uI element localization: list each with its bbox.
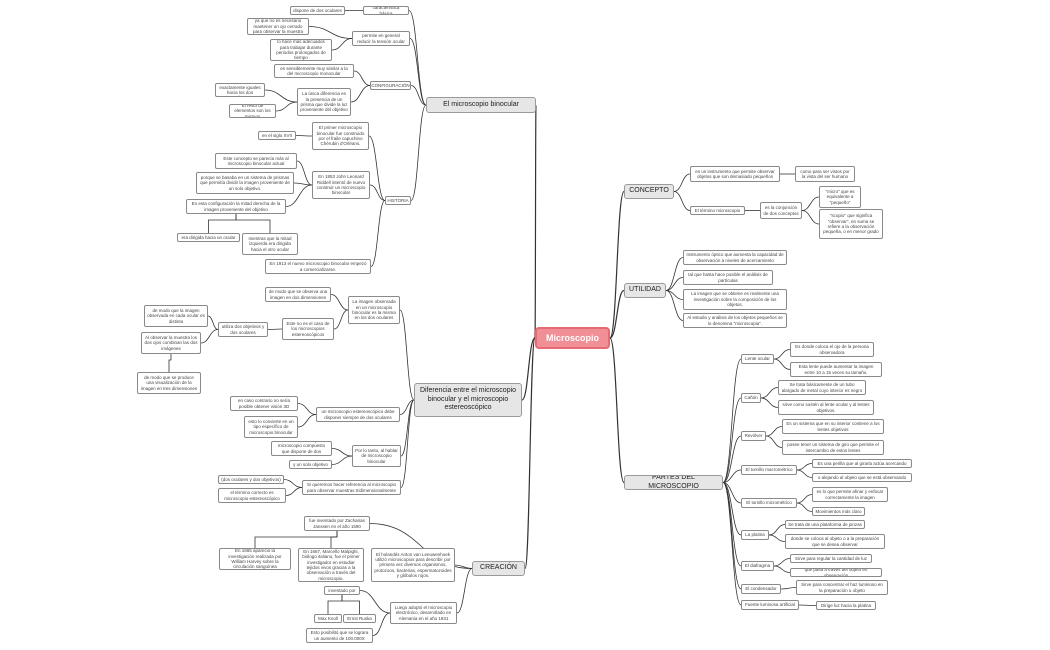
node-solo-objetivo[interactable]: y un solo objetivo	[289, 460, 332, 469]
node-si-queremos[interactable]: Si queremos hacer referencia al microsco…	[302, 480, 401, 495]
node-dirigida[interactable]: era dirigida hacia un ocular	[177, 233, 240, 242]
topic-binocular[interactable]: El microscopio binocular	[426, 97, 536, 113]
node-lente-ocular-2[interactable]: Esta lente puede aumentar la imagen entr…	[790, 362, 882, 377]
node-concepto-parecia[interactable]: Este concepto se parecía más al microsco…	[215, 153, 297, 169]
node-este-no[interactable]: Este no es el caso de los microscopios e…	[282, 318, 334, 340]
center-node[interactable]: Microscopio	[535, 327, 610, 349]
node-scopio-word[interactable]: "scopio" que significa "observar", en su…	[819, 209, 883, 239]
node-mitad[interactable]: En esta configuración la mitad derecha d…	[186, 199, 286, 214]
node-canon-2[interactable]: sirve como sostén al lente ocular y al l…	[778, 400, 874, 415]
node-fuente-1[interactable]: Dirige luz hacia la platina	[816, 601, 876, 610]
topic-diferencia[interactable]: Diferencia entre el microscopio binocula…	[414, 383, 522, 417]
node-canon-1[interactable]: Se trata básicamente de un tubo alargado…	[778, 380, 866, 395]
node-macrometrico[interactable]: El tornillo macrométrico	[741, 465, 797, 475]
topic-concepto[interactable]: CONCEPTO	[624, 184, 674, 199]
node-instrumento[interactable]: es un instrumento que permite observar o…	[690, 166, 780, 182]
node-malpighi[interactable]: En 1667, Marcello Malpighi, biólogo ital…	[298, 548, 364, 582]
node-nos-referimos[interactable]: nos referimos siempre al microscopio com…	[271, 441, 332, 456]
node-termino[interactable]: El término microscopio	[690, 206, 745, 215]
node-macrometrico-1[interactable]: Es una perilla que al girarla actúa acer…	[812, 459, 912, 468]
node-diafragma-2[interactable]: que pasa a través del objeto en observac…	[790, 568, 882, 577]
topic-utilidad[interactable]: UTILIDAD	[624, 283, 666, 298]
node-caracteristica[interactable]: característica básica	[363, 6, 409, 15]
node-luego[interactable]: Luego adoptó el microscopio electrónico,…	[390, 602, 457, 624]
node-ya-que[interactable]: ya que no es necesario mantener un ojo c…	[247, 18, 309, 35]
node-micrometrico-1[interactable]: es lo que permite afinar y enfocar corre…	[812, 487, 888, 502]
node-por-tanto[interactable]: Por lo tanto, al hablar de microscopio b…	[352, 445, 401, 467]
node-modo-2d[interactable]: de modo que se observa una imagen en dos…	[265, 287, 331, 302]
node-leeuwenhoek[interactable]: El holandés Anton van Leeuwenhoek utiliz…	[371, 548, 455, 582]
node-condensador-1[interactable]: Sirve para concentrar el haz luminoso en…	[796, 580, 888, 595]
node-al-observar[interactable]: Al observar la muestra los dos ojos comb…	[141, 332, 201, 354]
node-micro-word[interactable]: "micro" que es equivalente a "pequeño"	[819, 186, 861, 208]
node-macrometrico-2[interactable]: o alejando al objeto que se está observa…	[812, 473, 912, 482]
node-en-dos[interactable]: en dos haces exactamente iguales hacia l…	[215, 83, 265, 97]
node-modo-imagen[interactable]: de modo que la imagen observada en cada …	[144, 305, 208, 327]
node-canon[interactable]: Cañón	[741, 393, 761, 403]
node-revolver[interactable]: Revólver	[741, 431, 766, 441]
node-platina[interactable]: La platina	[741, 530, 769, 540]
node-siglo[interactable]: en el siglo XVII	[258, 131, 296, 140]
node-fuente[interactable]: Fuente luminosa artificial	[741, 600, 799, 610]
node-utilidad-1[interactable]: Instrumento óptico que aumenta la capaci…	[683, 250, 787, 265]
topic-partes[interactable]: PARTES DEL MICROSCOPIO	[624, 475, 723, 490]
node-conjuncion[interactable]: es la conjunción de dos conceptos	[760, 202, 802, 219]
node-revolver-1[interactable]: Es un sistema que en su interior contien…	[782, 419, 884, 434]
node-un-micro[interactable]: un microscopio estereoscópico debe dispo…	[316, 407, 400, 422]
node-hooke[interactable]: En 1665 apareció la investigación realiz…	[219, 548, 291, 570]
node-utilidad-2[interactable]: tal que hasta hace posible el análisis d…	[683, 270, 773, 285]
node-utilidad-4[interactable]: Al estudio y análisis de los objetos peq…	[683, 313, 787, 328]
topic-creacion[interactable]: CREACIÓN	[472, 561, 525, 576]
node-vista[interactable]: como para ser vistos por la vista del se…	[795, 166, 855, 182]
node-configuracion[interactable]: CONFIGURACIÓN	[370, 81, 411, 90]
node-lente-ocular[interactable]: Lente ocular	[741, 354, 774, 364]
node-aumento[interactable]: Esto posibilitó que se lograra un aument…	[306, 628, 373, 643]
node-lente-ocular-1[interactable]: Es donde coloca el ojo de la persona obs…	[790, 342, 874, 357]
node-imagen-observada[interactable]: La imagen observada en un microscopio bi…	[348, 296, 400, 324]
node-micrometrico[interactable]: El tornillo micrométrico	[741, 498, 797, 508]
node-utiliza[interactable]: utiliza dos objetivos y dos oculares	[218, 322, 268, 337]
node-primer[interactable]: El primer microscopio binocular fue cons…	[312, 122, 369, 150]
node-platina-2[interactable]: donde se coloca al objeto o a la prepara…	[785, 534, 885, 549]
node-modo-3d[interactable]: de modo que se produce una visualización…	[137, 372, 201, 394]
node-diafragma-1[interactable]: Sirve para regular la cantidad de luz	[790, 554, 872, 563]
node-janssen[interactable]: fue inventado por Zacharias Janssen en e…	[304, 516, 370, 531]
node-utilidad-3[interactable]: La imagen que se obtiene es realmente un…	[683, 289, 787, 310]
node-resto[interactable]: El resto de elementos son los mismos	[229, 104, 276, 118]
node-porque[interactable]: porque se basaba en un sistema de prisma…	[196, 172, 294, 194]
node-lo-hace[interactable]: lo hace más adecuados para trabajar dura…	[270, 39, 332, 61]
node-caso-contrario[interactable]: en caso contrario no sería posible obten…	[230, 396, 298, 411]
node-ernst-ruska[interactable]: Ernst Ruska	[343, 614, 376, 623]
node-es-similar[interactable]: es sensiblemente muy similar a la del mi…	[274, 64, 354, 78]
node-dispone[interactable]: dispone de dos oculares	[290, 6, 345, 15]
node-condensador[interactable]: El condensador	[741, 584, 781, 594]
node-max-knoll[interactable]: Max Knoll	[314, 614, 342, 623]
node-mientras[interactable]: mientras que la mitad izquierda era diri…	[242, 233, 298, 255]
node-en1913[interactable]: En 1913 el nuevo microscopio binocular e…	[265, 259, 371, 274]
node-permite[interactable]: permite en general reducir la tensión oc…	[352, 31, 410, 46]
node-platina-1[interactable]: Se trata de una plataforma de pinzas	[785, 520, 865, 529]
node-micrometrico-2[interactable]: Movimientos más claro	[812, 507, 865, 516]
node-diafragma[interactable]: El diafragma	[741, 561, 774, 571]
node-unica[interactable]: La única diferencia es la presencia de u…	[297, 88, 351, 116]
node-historia[interactable]: HISTORIA	[385, 196, 411, 205]
node-lo-convierte[interactable]: esto lo convierte en un tipo específico …	[244, 416, 298, 438]
node-riddell[interactable]: En 1853 John Leonard Riddell intentó de …	[312, 171, 370, 199]
node-revolver-2[interactable]: posee tener un sistema de giro que permi…	[782, 440, 884, 455]
node-el-termino[interactable]: el término correcto es microscopio ester…	[218, 488, 286, 503]
node-inventado-por[interactable]: inventado por	[324, 586, 360, 595]
node-dos-oculares[interactable]: (dos oculares y dos objetivos)	[218, 475, 284, 484]
